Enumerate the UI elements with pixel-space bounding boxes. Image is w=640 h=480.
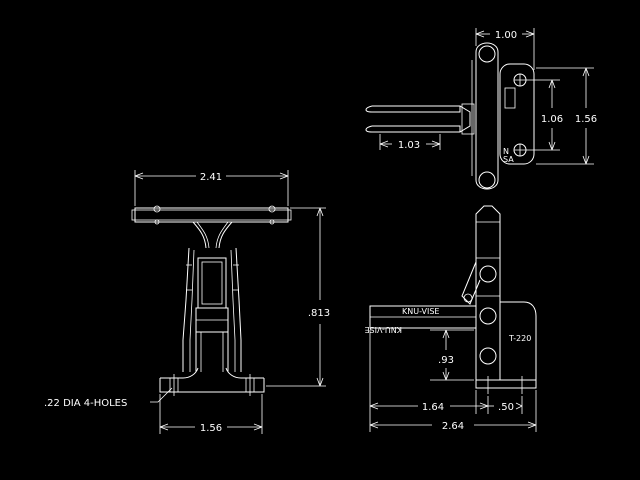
dim-1-64: 1.64 xyxy=(422,402,444,413)
dim-arrows xyxy=(475,30,535,38)
link-pin xyxy=(463,293,473,303)
holes-note: .22 DIA 4-HOLES xyxy=(44,398,127,409)
arm-hole xyxy=(478,171,496,189)
neck xyxy=(192,221,233,249)
vertical-arm xyxy=(475,205,501,381)
handle-clamp xyxy=(461,103,475,135)
pad-plate-outline xyxy=(131,209,292,221)
dim-arrows xyxy=(582,67,590,165)
pad-screw xyxy=(154,219,160,225)
handle-bars xyxy=(372,105,461,133)
pad-plate xyxy=(134,207,289,223)
dim-arrows xyxy=(369,421,537,429)
dim-arrows xyxy=(515,402,523,410)
made-in-label-2: SA xyxy=(503,155,514,164)
dim-1-56-base: 1.56 xyxy=(200,423,222,434)
dim-1-03: 1.03 xyxy=(398,140,420,151)
dim-2-64: 2.64 xyxy=(442,421,464,432)
dim-arrows xyxy=(134,172,289,180)
pad-screw xyxy=(269,219,275,225)
pivot-hole xyxy=(479,265,497,283)
dim-813: .813 xyxy=(308,308,330,319)
handle-hub xyxy=(459,105,471,133)
base-flange-top xyxy=(160,367,264,379)
dim-arrows xyxy=(548,79,556,151)
pivot-hole xyxy=(479,347,497,365)
pad-screw xyxy=(153,205,161,213)
base-block xyxy=(504,87,516,109)
side-view: 2.41 .813 1.56 .22 DIA 4-HOLES xyxy=(44,170,330,434)
dim-1-06: 1.06 xyxy=(541,114,563,125)
base-body xyxy=(500,301,537,381)
dim-arrows xyxy=(442,329,450,381)
front-view: KNU-VISE KNU-VISE T-220 .93 1.64 .50 2.6… xyxy=(365,205,537,432)
body-outer xyxy=(182,247,242,372)
pivot-hole xyxy=(479,307,497,325)
base-plate-front xyxy=(475,379,537,389)
lower-column xyxy=(195,332,229,372)
neck-inner xyxy=(196,221,229,249)
base-flange xyxy=(159,378,265,393)
lower-column-inner xyxy=(200,332,224,372)
dim-1-56-top: 1.56 xyxy=(575,114,597,125)
arm-hole xyxy=(478,45,496,63)
link-arm xyxy=(461,261,481,305)
dim-50: .50 xyxy=(498,402,514,413)
pad-screw xyxy=(268,205,276,213)
base-plate xyxy=(499,63,535,165)
dim-arrows xyxy=(369,402,489,410)
dim-93: .93 xyxy=(438,355,454,366)
dim-arrows xyxy=(316,207,324,387)
arm-plate xyxy=(475,42,499,190)
dim-2-41: 2.41 xyxy=(200,172,222,183)
dim-arrows xyxy=(379,140,441,148)
holes-leader xyxy=(150,387,173,403)
handle-label-top: KNU-VISE xyxy=(402,307,439,316)
hole-crosshair xyxy=(514,74,526,156)
body-inner xyxy=(189,249,236,372)
dim-arrows xyxy=(159,423,263,431)
made-in-label-1: N xyxy=(503,147,509,156)
model-label: T-220 xyxy=(508,334,531,343)
dim-1-00: 1.00 xyxy=(495,30,517,41)
plan-view: 1.00 1.03 1.06 1.56 N SA xyxy=(365,28,597,190)
handle-label-bottom: KNU-VISE xyxy=(365,325,402,334)
link-block-inner xyxy=(201,261,223,305)
handle-ends xyxy=(365,105,373,133)
body-ticks xyxy=(186,264,239,291)
